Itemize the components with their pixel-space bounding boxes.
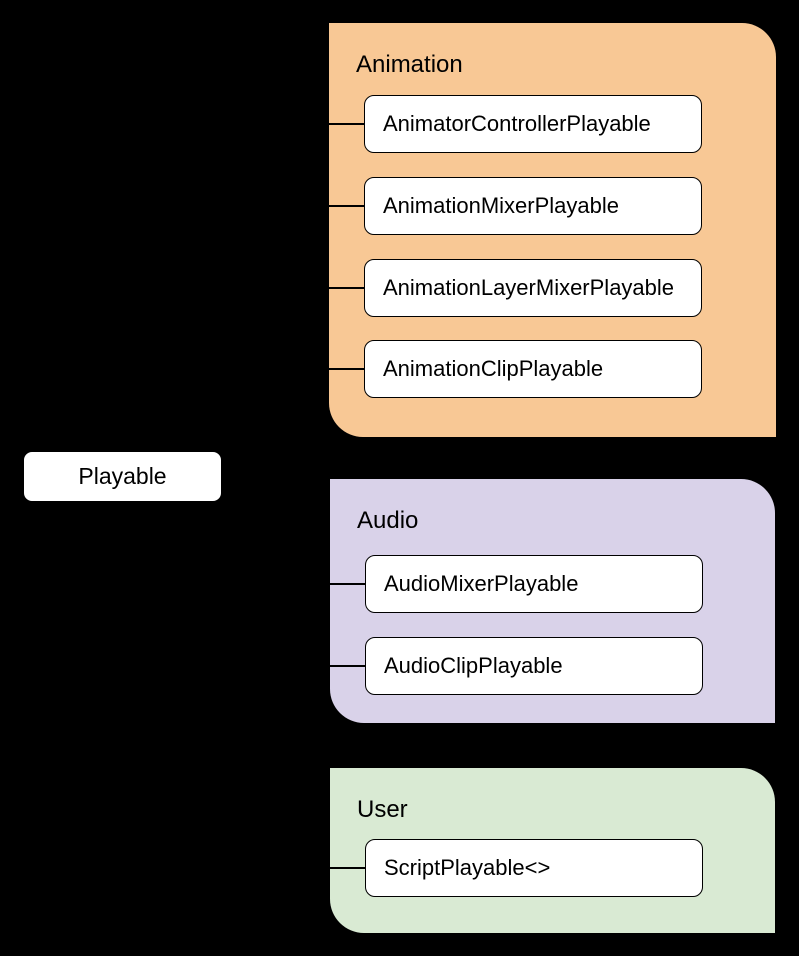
connector-line bbox=[329, 205, 366, 207]
node-animator-controller-playable: AnimatorControllerPlayable bbox=[364, 95, 702, 153]
connector-line bbox=[329, 287, 366, 289]
group-audio-label: Audio bbox=[357, 507, 419, 534]
node-script-playable: ScriptPlayable<> bbox=[365, 839, 703, 897]
group-user-label: User bbox=[357, 796, 408, 823]
group-animation-label: Animation bbox=[356, 51, 463, 78]
node-playable: Playable bbox=[22, 450, 223, 503]
node-animation-mixer-playable: AnimationMixerPlayable bbox=[364, 177, 702, 235]
connector-line bbox=[330, 867, 367, 869]
node-animation-layer-mixer-playable: AnimationLayerMixerPlayable bbox=[364, 259, 702, 317]
connector-line bbox=[329, 368, 366, 370]
connector-line bbox=[330, 665, 367, 667]
node-audio-mixer-playable: AudioMixerPlayable bbox=[365, 555, 703, 613]
group-audio: Audio AudioMixerPlayable AudioClipPlayab… bbox=[330, 479, 775, 723]
connector-line bbox=[330, 583, 367, 585]
connector-line bbox=[329, 123, 366, 125]
node-animation-clip-playable: AnimationClipPlayable bbox=[364, 340, 702, 398]
group-animation: Animation AnimatorControllerPlayable Ani… bbox=[329, 23, 776, 437]
node-audio-clip-playable: AudioClipPlayable bbox=[365, 637, 703, 695]
group-user: User ScriptPlayable<> bbox=[330, 768, 775, 933]
